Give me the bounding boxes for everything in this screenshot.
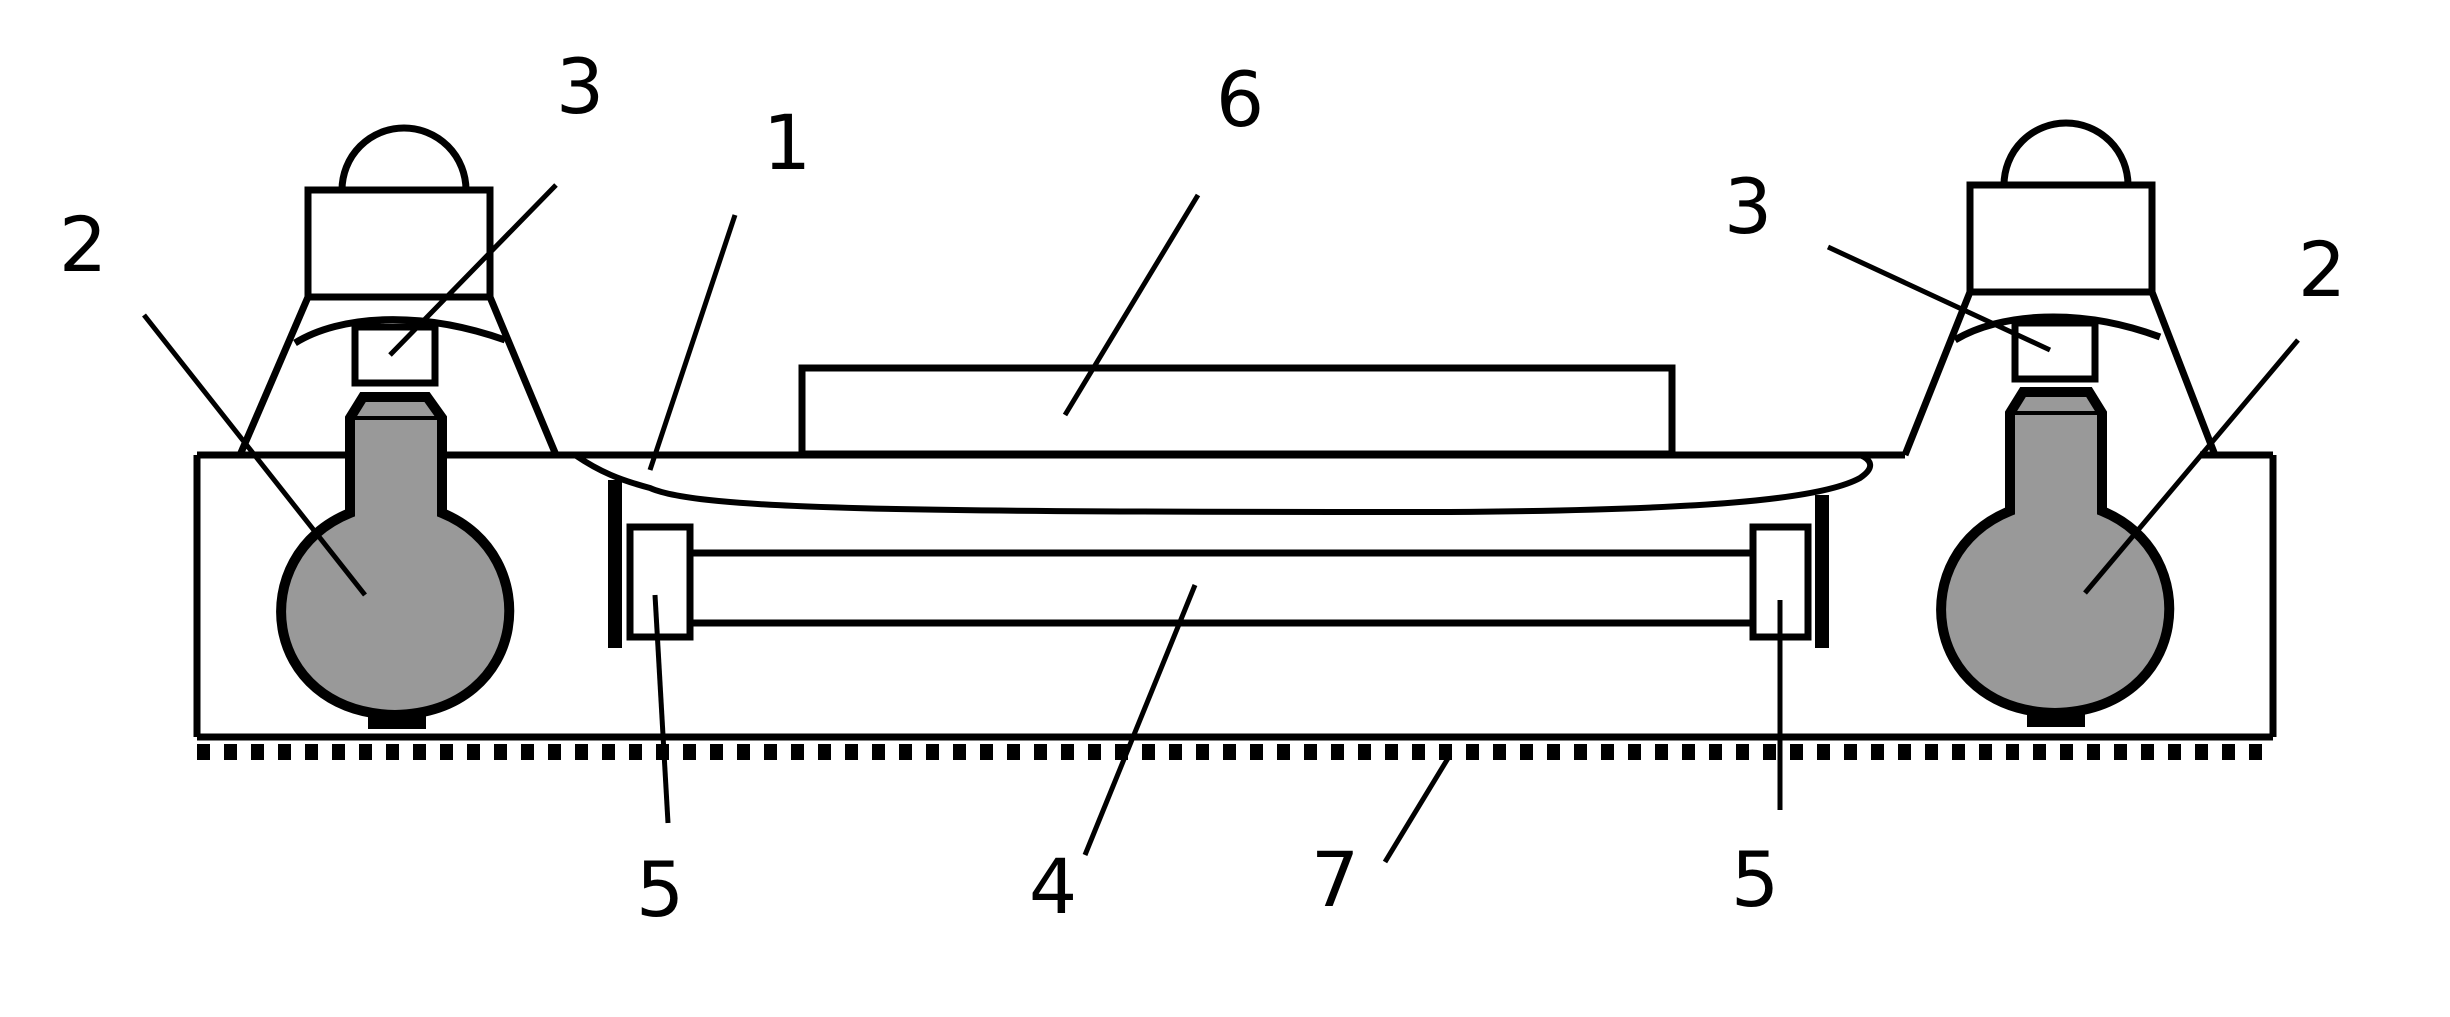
lamp-socket-right: [2011, 319, 2099, 383]
leader-2-left: [142, 313, 367, 597]
lamp-socket-left: [351, 323, 439, 387]
callout-labels: 2 3 1 6 3 2 5 4 7 5: [59, 42, 2346, 934]
leader-4: [1082, 584, 1198, 856]
film-layer: [573, 452, 1874, 516]
lamp-leg-left-outer: [236, 295, 312, 457]
lamp-assembly-right: [1901, 119, 2219, 727]
label-1: 1: [763, 98, 811, 187]
label-4: 4: [1029, 842, 1077, 931]
lamp-arc-right: [1953, 313, 2162, 344]
bulb-base-left: [368, 715, 426, 729]
label-6: 6: [1216, 55, 1264, 144]
top-component-rect: [798, 364, 1676, 458]
label-2-left: 2: [59, 200, 107, 289]
leader-1: [647, 214, 738, 471]
label-3-right: 3: [1724, 162, 1772, 251]
label-2-right: 2: [2298, 225, 2346, 314]
lamp-assembly-left: [236, 124, 560, 729]
leader-6: [1062, 193, 1201, 417]
leader-3-right: [1826, 244, 2052, 353]
lamp-leg-right-inner: [1901, 290, 1974, 457]
leader-3-left: [388, 183, 558, 357]
lamp-housing-left: [304, 186, 494, 301]
lamp-arc-left: [293, 316, 507, 346]
leader-5-left: [652, 594, 671, 824]
lamp-leg-right-outer: [2148, 290, 2219, 457]
lamp-cap-dome-left: [338, 124, 470, 191]
bulb-base-right: [2027, 713, 2085, 727]
label-7: 7: [1311, 835, 1359, 924]
lamp-housing-right: [1966, 181, 2156, 296]
lamp-leg-left-inner: [486, 295, 560, 457]
bulb-right: [1936, 387, 2175, 719]
bulb-left: [276, 392, 515, 721]
lamp-cap-dome-right: [2000, 119, 2132, 186]
leader-2-right: [2083, 338, 2300, 595]
label-5-left: 5: [636, 845, 684, 934]
label-3-left: 3: [556, 42, 604, 131]
label-5-right: 5: [1731, 835, 1779, 924]
end-block-left: [626, 523, 694, 641]
leader-lines: [142, 183, 2300, 864]
leader-7: [1382, 753, 1453, 864]
